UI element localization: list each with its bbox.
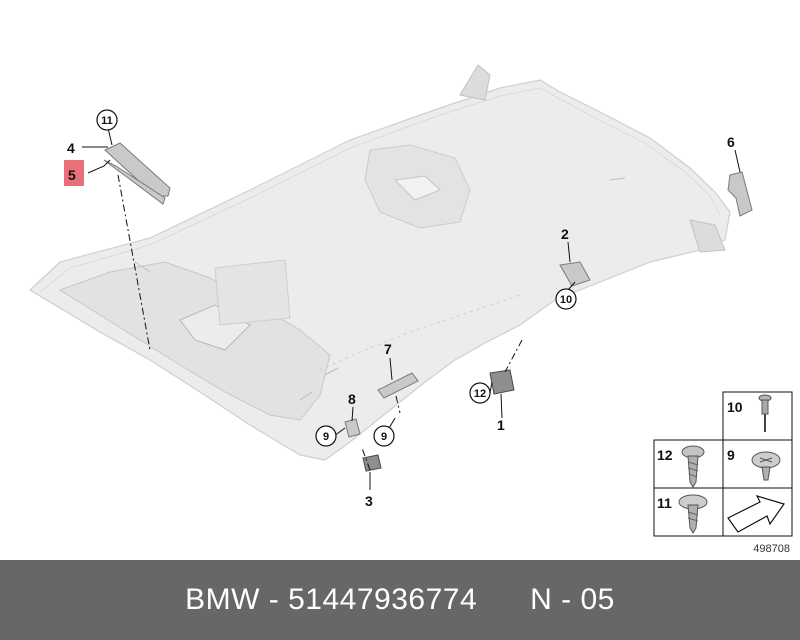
part-3-grip xyxy=(362,454,382,472)
leader-7 xyxy=(389,357,393,381)
leader-11 xyxy=(107,127,113,146)
footer-brand: BMW xyxy=(185,583,260,616)
part-2-bracket xyxy=(559,261,591,287)
footer-sep-1: - xyxy=(259,583,289,616)
callout-4: 4 xyxy=(67,140,75,156)
callout-8: 8 xyxy=(348,391,356,407)
part-7-holder xyxy=(377,372,419,399)
callout-9a: 9 xyxy=(323,431,329,443)
fastener-legend: 10 12 9 11 498708 xyxy=(653,391,793,555)
legend-label-11: 11 xyxy=(657,495,672,511)
callout-7: 7 xyxy=(384,341,392,357)
callout-12: 12 xyxy=(474,388,486,400)
part-4-5-trim-strip xyxy=(103,142,171,205)
legend-label-12: 12 xyxy=(657,447,673,463)
leader-2 xyxy=(567,241,571,263)
footer-page: N - 05 xyxy=(530,583,615,616)
legend-label-9: 9 xyxy=(727,447,735,463)
direction-arrow-icon xyxy=(727,495,785,533)
screw-icon xyxy=(681,445,705,488)
leader-3-dashed xyxy=(361,447,371,471)
callout-10: 10 xyxy=(560,294,572,306)
callout-9b: 9 xyxy=(381,431,387,443)
callout-11: 11 xyxy=(101,115,113,127)
part-6-pillar-trim xyxy=(727,171,753,217)
part-1-grip xyxy=(489,369,515,395)
leader-1-dashed xyxy=(504,339,523,373)
leader-6 xyxy=(734,149,741,173)
leader-7-dashed xyxy=(395,395,401,414)
callout-1: 1 xyxy=(497,417,505,433)
parts-diagram: 4 5 11 6 2 10 7 8 9 9 12 1 3 10 12 9 11 xyxy=(29,64,793,555)
leader-8 xyxy=(351,406,354,422)
callout-2: 2 xyxy=(561,226,569,242)
leader-10 xyxy=(567,281,576,291)
footer-gap xyxy=(477,583,530,617)
legend-label-10: 10 xyxy=(727,399,743,415)
callout-5-highlight: 5 xyxy=(64,160,84,186)
leader-1 xyxy=(500,393,503,419)
leader-5 xyxy=(87,159,111,174)
footer-part-number: 51447936774 xyxy=(288,583,478,616)
drawing-number: 498708 xyxy=(753,543,790,555)
washer-screw-icon xyxy=(678,494,708,534)
rivet-icon xyxy=(758,394,772,432)
callout-3: 3 xyxy=(365,493,373,509)
callout-5: 5 xyxy=(68,167,76,183)
flat-head-screw-icon xyxy=(751,451,781,481)
headliner xyxy=(29,64,731,461)
callout-6: 6 xyxy=(727,134,735,150)
footer-bar: BMW - 51447936774 N - 05 xyxy=(0,560,800,640)
